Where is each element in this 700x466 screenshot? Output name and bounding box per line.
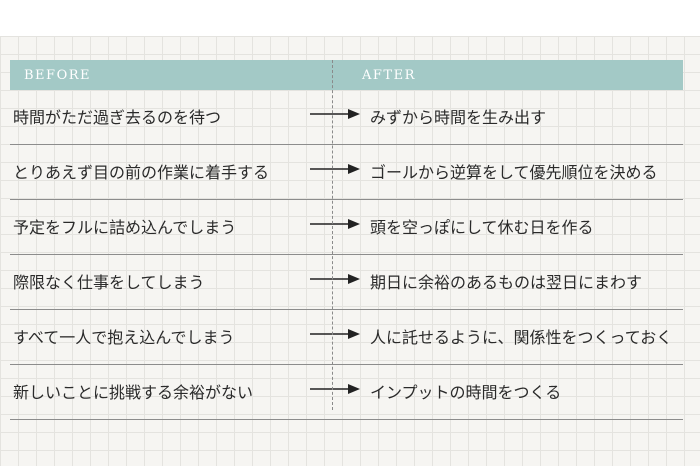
after-text: インプットの時間をつくる — [370, 383, 562, 402]
table-header: BEFORE AFTER — [10, 60, 683, 90]
before-text: 際限なく仕事をしてしまう — [13, 273, 205, 292]
after-text: 人に託せるように、関係性をつくっておく — [370, 328, 673, 347]
right-arrow-icon — [310, 164, 360, 174]
right-arrow-icon — [310, 219, 360, 229]
table-row: 時間がただ過ぎ去るのを待つ みずから時間を生み出す — [10, 90, 683, 145]
after-text: みずから時間を生み出す — [370, 108, 547, 127]
before-text: 新しいことに挑戦する余裕がない — [13, 383, 254, 402]
right-arrow-icon — [310, 109, 360, 119]
table-row: とりあえず目の前の作業に着手する ゴールから逆算をして優先順位を決める — [10, 145, 683, 200]
table-row: すべて一人で抱え込んでしまう 人に託せるように、関係性をつくっておく — [10, 310, 683, 365]
right-arrow-icon — [310, 384, 360, 394]
table-row: 予定をフルに詰め込んでしまう 頭を空っぽにして休む日を作る — [10, 200, 683, 255]
before-text: 予定をフルに詰め込んでしまう — [13, 218, 237, 237]
after-text: ゴールから逆算をして優先順位を決める — [370, 163, 658, 182]
after-text: 頭を空っぽにして休む日を作る — [370, 218, 594, 237]
before-header: BEFORE — [24, 68, 91, 83]
before-text: すべて一人で抱え込んでしまう — [13, 328, 235, 347]
table-row: 際限なく仕事をしてしまう 期日に余裕のあるものは翌日にまわす — [10, 255, 683, 310]
before-text: 時間がただ過ぎ去るのを待つ — [13, 108, 222, 127]
after-header: AFTER — [362, 68, 416, 83]
right-arrow-icon — [310, 274, 360, 284]
table-row: 新しいことに挑戦する余裕がない インプットの時間をつくる — [10, 365, 683, 420]
right-arrow-icon — [310, 329, 360, 339]
top-margin — [0, 0, 700, 36]
after-text: 期日に余裕のあるものは翌日にまわす — [370, 273, 643, 292]
before-text: とりあえず目の前の作業に着手する — [13, 163, 270, 182]
column-divider — [332, 60, 333, 410]
before-after-table: BEFORE AFTER 時間がただ過ぎ去るのを待つ みずから時間を生み出す と… — [10, 60, 683, 420]
